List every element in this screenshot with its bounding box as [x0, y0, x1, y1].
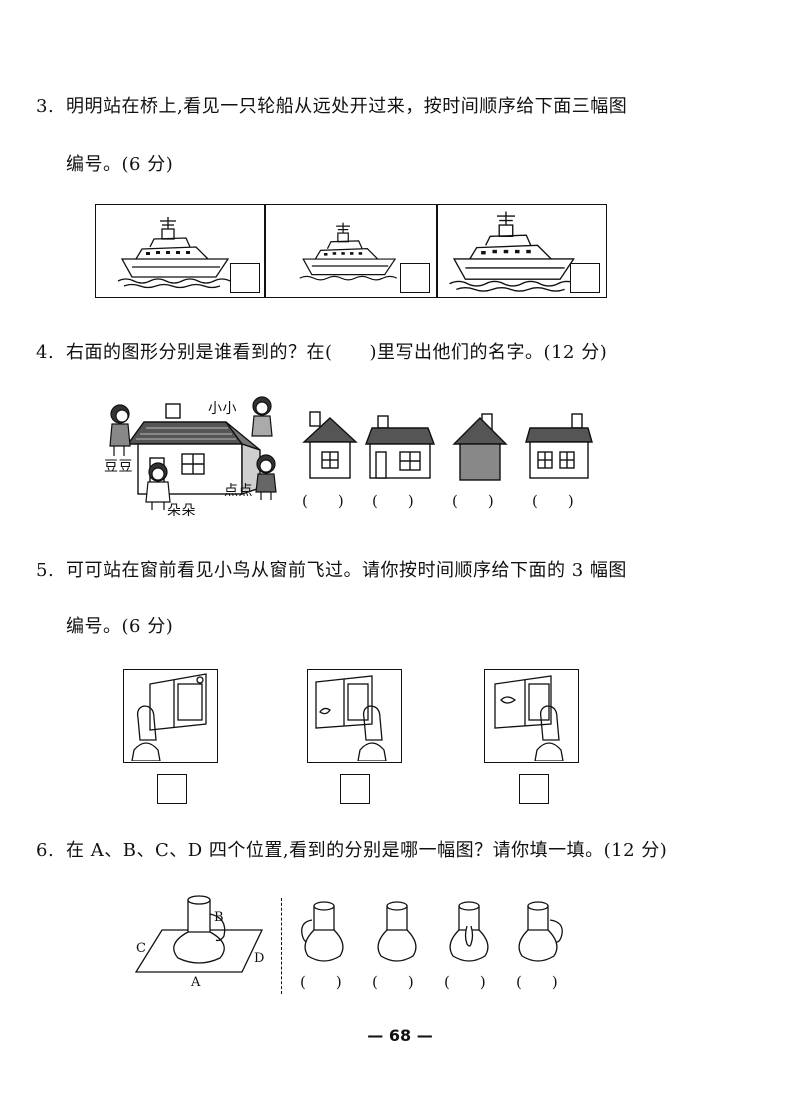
ship-panel-strip [95, 204, 607, 298]
ship-image-large [449, 211, 577, 292]
q3-line1: 3. 明明站在桥上,看见一只轮船从远处开过来，按时间顺序给下面三幅图 [36, 92, 627, 118]
name-duoduo: 朵朵 [167, 503, 196, 519]
q6-text: 在 A、B、C、D 四个位置,看到的分别是哪一幅图？请你填一填。(12 分) [66, 840, 668, 861]
vase-view-plain [377, 901, 417, 962]
q4-number: 4. [36, 342, 55, 363]
label-d: D [254, 951, 265, 966]
footer-dash: — [367, 1026, 389, 1045]
label-a: A [191, 975, 201, 990]
footer-dash: — [411, 1026, 433, 1045]
answer-box[interactable] [570, 263, 600, 293]
vase-on-table-image [134, 895, 264, 973]
q5-line2: 编号。(6 分) [66, 616, 174, 637]
window-panel-2 [307, 669, 402, 763]
name-doudou: 豆豆 [104, 459, 133, 475]
label-b: B [214, 910, 225, 925]
house-scene-image [109, 396, 277, 510]
q5-text: 可可站在窗前看见小鸟从窗前飞过。请你按时间顺序给下面的 3 幅图 [66, 560, 627, 581]
answer-blank[interactable]: ( ) [532, 492, 574, 510]
panel-divider [436, 205, 438, 297]
panel-divider [264, 205, 266, 297]
answer-blank[interactable]: ( ) [372, 492, 414, 510]
house-front-view-1 [302, 411, 358, 479]
vase-view-with-handle-right [518, 901, 563, 962]
answer-blank[interactable]: ( ) [372, 973, 414, 991]
house-side-view-1 [364, 415, 436, 479]
answer-blank[interactable]: ( ) [516, 973, 558, 991]
q6-line: 6. 在 A、B、C、D 四个位置,看到的分别是哪一幅图？请你填一填。(12 分) [36, 836, 667, 862]
dashed-divider [281, 898, 282, 994]
house-side-view-2 [525, 413, 593, 479]
vase-view-handle-front [449, 901, 489, 962]
page-footer: — 68 — [0, 1026, 800, 1045]
answer-box[interactable] [400, 263, 430, 293]
q3-line2: 编号。(6 分) [66, 154, 174, 175]
window-panel-3 [484, 669, 579, 763]
q3-text: 明明站在桥上,看见一只轮船从远处开过来，按时间顺序给下面三幅图 [66, 96, 628, 117]
q5-number: 5. [36, 560, 55, 581]
answer-blank[interactable]: ( ) [444, 973, 486, 991]
page-number: 68 [388, 1026, 412, 1045]
answer-blank[interactable]: ( ) [452, 492, 494, 510]
girl-window-image [131, 673, 207, 762]
name-xiaoxiao: 小小 [208, 401, 237, 417]
house-back-view [452, 413, 508, 481]
q4-line: 4. 右面的图形分别是谁看到的？在( )里写出他们的名字。(12 分) [36, 338, 607, 364]
answer-blank[interactable]: ( ) [300, 973, 342, 991]
q4-text: 右面的图形分别是谁看到的？在( )里写出他们的名字。(12 分) [66, 342, 608, 363]
vase-view-with-handle-left [301, 901, 344, 962]
q5-line1: 5. 可可站在窗前看见小鸟从窗前飞过。请你按时间顺序给下面的 3 幅图 [36, 556, 627, 582]
answer-box[interactable] [230, 263, 260, 293]
ship-image-medium [117, 217, 231, 289]
window-panel-1 [123, 669, 218, 763]
answer-box[interactable] [519, 774, 549, 804]
answer-box[interactable] [340, 774, 370, 804]
name-diandian: 点点 [224, 483, 253, 499]
q3-number: 3. [36, 96, 55, 117]
answer-box[interactable] [157, 774, 187, 804]
girl-window-image [494, 675, 564, 762]
ship-image-small [299, 222, 398, 281]
label-c: C [136, 941, 147, 956]
q6-number: 6. [36, 840, 55, 861]
girl-window-image [315, 675, 387, 762]
answer-blank[interactable]: ( ) [302, 492, 344, 510]
